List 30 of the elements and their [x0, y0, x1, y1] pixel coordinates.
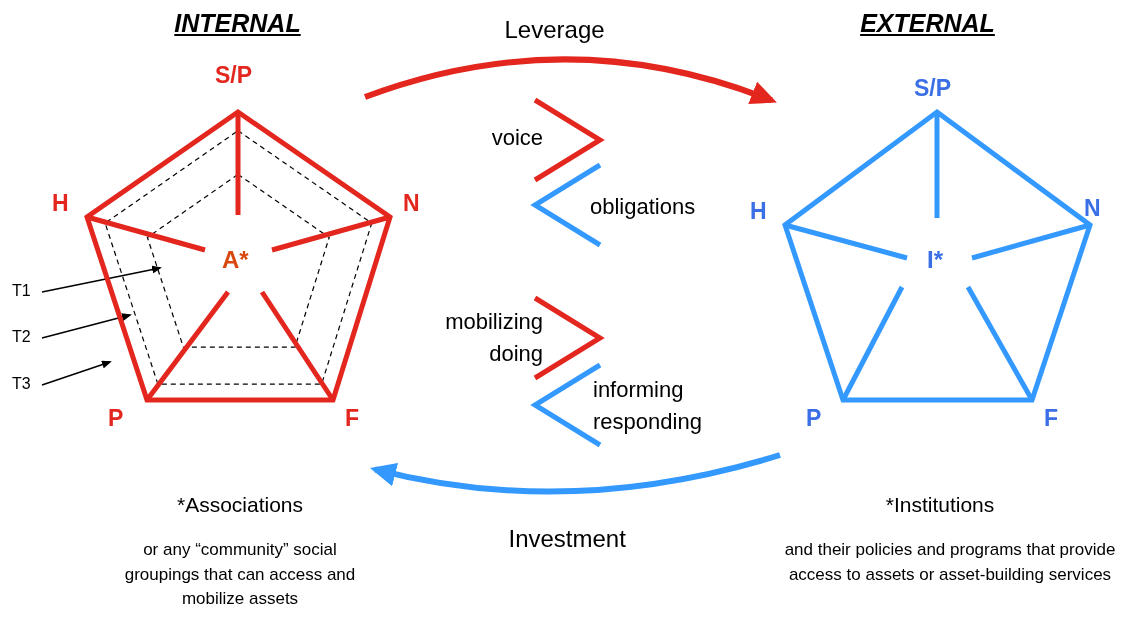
vertex-label: H — [750, 198, 767, 225]
heading: INTERNAL — [173, 9, 302, 38]
tier-label: T1 — [12, 282, 32, 300]
text-label: *Associations — [175, 492, 305, 518]
vertex-label: F — [1044, 405, 1059, 432]
vertex-label: S/P — [215, 62, 253, 89]
curved-arrow — [364, 56, 777, 106]
tier-label: T2 — [12, 328, 32, 346]
center-label: I* — [927, 246, 943, 274]
vertex-label: P — [806, 405, 822, 432]
leader-arrow — [41, 360, 112, 386]
vertex-label: F — [345, 405, 360, 432]
heading: EXTERNAL — [859, 9, 996, 38]
text-label: obligations — [590, 193, 697, 221]
vertex-label: S/P — [914, 75, 952, 102]
text-label: voice — [490, 124, 543, 152]
vertex-label: H — [52, 190, 69, 217]
text-label: *Institutions — [884, 492, 996, 518]
vertex-label: N — [403, 190, 420, 217]
curved-arrow — [370, 452, 781, 495]
tier-label: T3 — [12, 375, 32, 393]
text-label: informing responding — [593, 376, 703, 436]
vertex-label: P — [108, 405, 124, 432]
leader-arrow — [41, 312, 132, 339]
text-label: and their policies and programs that provide access to assets or asset-building services — [783, 539, 1117, 586]
center-label: A* — [222, 246, 249, 274]
leader-arrow — [41, 265, 162, 293]
vertex-label: N — [1084, 195, 1101, 222]
text-label: or any “community” social groupings that can access and mobilize assets — [123, 539, 357, 611]
text-label: mobilizing doing — [444, 308, 543, 368]
